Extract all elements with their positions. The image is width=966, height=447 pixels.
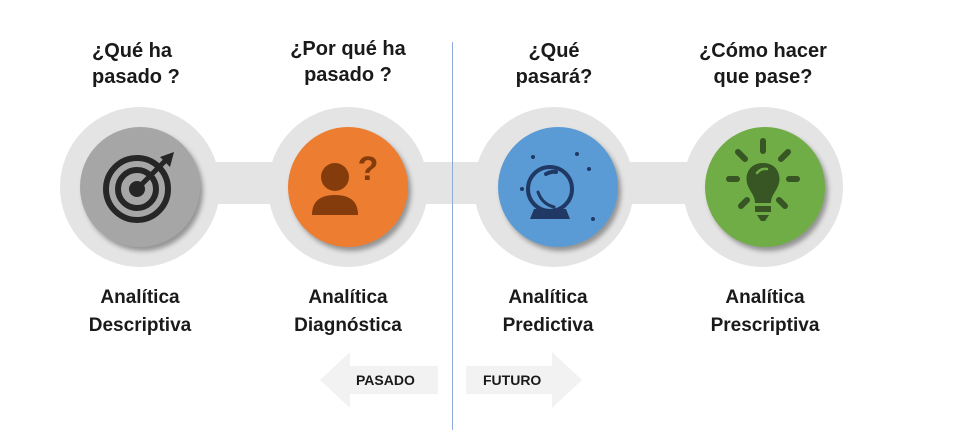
question-line: ¿Por qué ha	[290, 38, 406, 60]
label-line: Predictiva	[502, 315, 594, 336]
label-diagnostic: Analítica Diagnóstica	[278, 284, 418, 340]
question-diagnostic: ¿Por qué ha pasado ?	[268, 36, 428, 88]
future-arrow	[466, 352, 582, 408]
diagnostic-circle: ?	[288, 127, 408, 247]
svg-text:?: ?	[358, 150, 379, 188]
label-line: Prescriptiva	[710, 315, 820, 336]
label-line: Analítica	[308, 287, 388, 308]
descriptive-circle	[80, 127, 200, 247]
label-prescriptive: Analítica Prescriptiva	[690, 284, 840, 340]
lightbulb-icon	[726, 138, 800, 221]
predictive-circle	[498, 127, 618, 247]
future-label: FUTURO	[483, 372, 542, 388]
person-question-icon: ?	[312, 150, 379, 215]
label-line: Analítica	[100, 287, 180, 308]
label-line: Diagnóstica	[294, 315, 402, 336]
question-line: pasará?	[515, 66, 593, 88]
question-line: pasado ?	[304, 64, 392, 86]
crystal-ball-icon	[520, 152, 595, 221]
question-line: pasado ?	[92, 66, 180, 88]
question-predictive: ¿Qué pasará?	[484, 38, 624, 90]
label-predictive: Analítica Predictiva	[478, 284, 618, 340]
question-prescriptive: ¿Cómo hacer que pase?	[683, 38, 843, 90]
past-label: PASADO	[356, 372, 415, 388]
prescriptive-circle	[705, 127, 825, 247]
label-line: Analítica	[725, 287, 805, 308]
question-line: ¿Qué ha	[92, 40, 173, 62]
question-line: que pase?	[713, 66, 813, 88]
question-descriptive: ¿Qué ha pasado ?	[70, 38, 232, 90]
label-descriptive: Analítica Descriptiva	[70, 284, 210, 340]
question-line: ¿Cómo hacer	[699, 40, 827, 62]
past-future-divider	[452, 42, 453, 430]
question-line: ¿Qué	[528, 40, 580, 62]
label-line: Descriptiva	[88, 315, 192, 336]
past-arrow	[320, 352, 438, 408]
target-icon	[103, 152, 174, 223]
label-line: Analítica	[508, 287, 588, 308]
